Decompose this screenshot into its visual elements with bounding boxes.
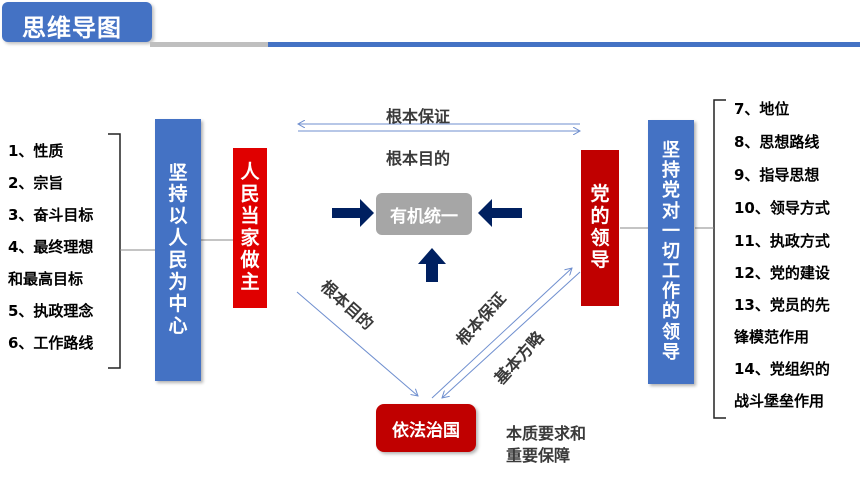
list-item: 14、党组织的	[734, 360, 830, 378]
list-item: 锋模范作用	[734, 328, 810, 346]
box-char: 坚	[168, 161, 188, 184]
page-title: 思维导图	[22, 14, 122, 42]
rule-of-law-box: 依法治国	[376, 404, 476, 452]
list-item: 4、最终理想	[8, 238, 94, 256]
box-char: 民	[168, 249, 188, 271]
box-char: 当	[240, 205, 260, 228]
essence-label-line1: 本质要求和	[506, 424, 587, 443]
list-item: 6、工作路线	[8, 334, 94, 352]
box-char: 主	[240, 270, 260, 293]
box-char: 家	[240, 227, 260, 249]
list-item: 13、党员的先	[734, 296, 830, 314]
list-item: 和最高目标	[8, 270, 84, 288]
party-overall-leadership-box: 坚 持 党 对 一 切 工 作 的 领 导	[648, 120, 694, 384]
box-char: 切	[662, 240, 680, 262]
diag-arrow-left	[296, 291, 418, 396]
box-char: 的	[662, 301, 680, 323]
box-char: 一	[662, 220, 680, 242]
box-char: 的	[590, 205, 610, 228]
box-char: 领	[662, 321, 680, 343]
box-char: 以	[168, 205, 188, 228]
diag-arrow-down	[442, 271, 581, 398]
title-divider-blue	[268, 42, 860, 47]
left-bracket	[108, 133, 121, 369]
box-char: 导	[662, 341, 680, 363]
center-arrow-up	[418, 248, 446, 282]
list-item: 7、地位	[734, 100, 790, 118]
box-char: 对	[662, 200, 680, 222]
box-char: 做	[240, 248, 260, 271]
box-char: 党	[590, 183, 610, 206]
list-item: 8、思想路线	[734, 133, 820, 151]
list-item: 5、执政理念	[8, 302, 94, 320]
box-char: 为	[168, 270, 188, 293]
title-divider-gray	[150, 42, 268, 47]
list-item: 2、宗旨	[8, 174, 64, 192]
people-centered-box: 坚 持 以 人 民 为 中 心	[155, 119, 201, 381]
list-item: 11、执政方式	[734, 232, 830, 250]
box-char: 作	[662, 281, 680, 303]
box-char: 导	[590, 248, 610, 271]
party-leadership-box: 党 的 领 导	[581, 150, 619, 306]
list-item: 3、奋斗目标	[8, 206, 94, 224]
list-item: 战斗堡垒作用	[734, 392, 825, 410]
diag-arrow-up	[431, 268, 572, 399]
box-char: 民	[240, 183, 260, 206]
box-char: 人	[168, 227, 188, 250]
box-char: 心	[168, 314, 188, 337]
essence-label-line2: 重要保障	[506, 446, 571, 465]
list-item: 10、领导方式	[734, 199, 830, 217]
box-char: 持	[662, 160, 680, 182]
people-as-masters-box: 人 民 当 家 做 主	[233, 148, 267, 308]
center-arrow-right	[478, 199, 522, 227]
box-char: 坚	[662, 140, 680, 162]
box-char: 工	[662, 261, 680, 283]
organic-unity-box: 有机统一	[376, 193, 472, 235]
title-tab: 思维导图	[2, 2, 152, 42]
top-guarantee-label: 根本保证	[386, 107, 451, 126]
center-arrow-left	[332, 199, 374, 227]
list-item: 9、指导思想	[734, 166, 820, 184]
box-char: 中	[168, 292, 188, 315]
box-char: 持	[168, 183, 188, 206]
box-char: 领	[590, 227, 610, 249]
right-bracket	[713, 99, 726, 419]
box-char: 党	[662, 180, 680, 202]
list-item: 1、性质	[8, 142, 64, 160]
box-char: 人	[240, 161, 260, 184]
top-purpose-label: 根本目的	[386, 149, 451, 168]
list-item: 12、党的建设	[734, 264, 830, 282]
